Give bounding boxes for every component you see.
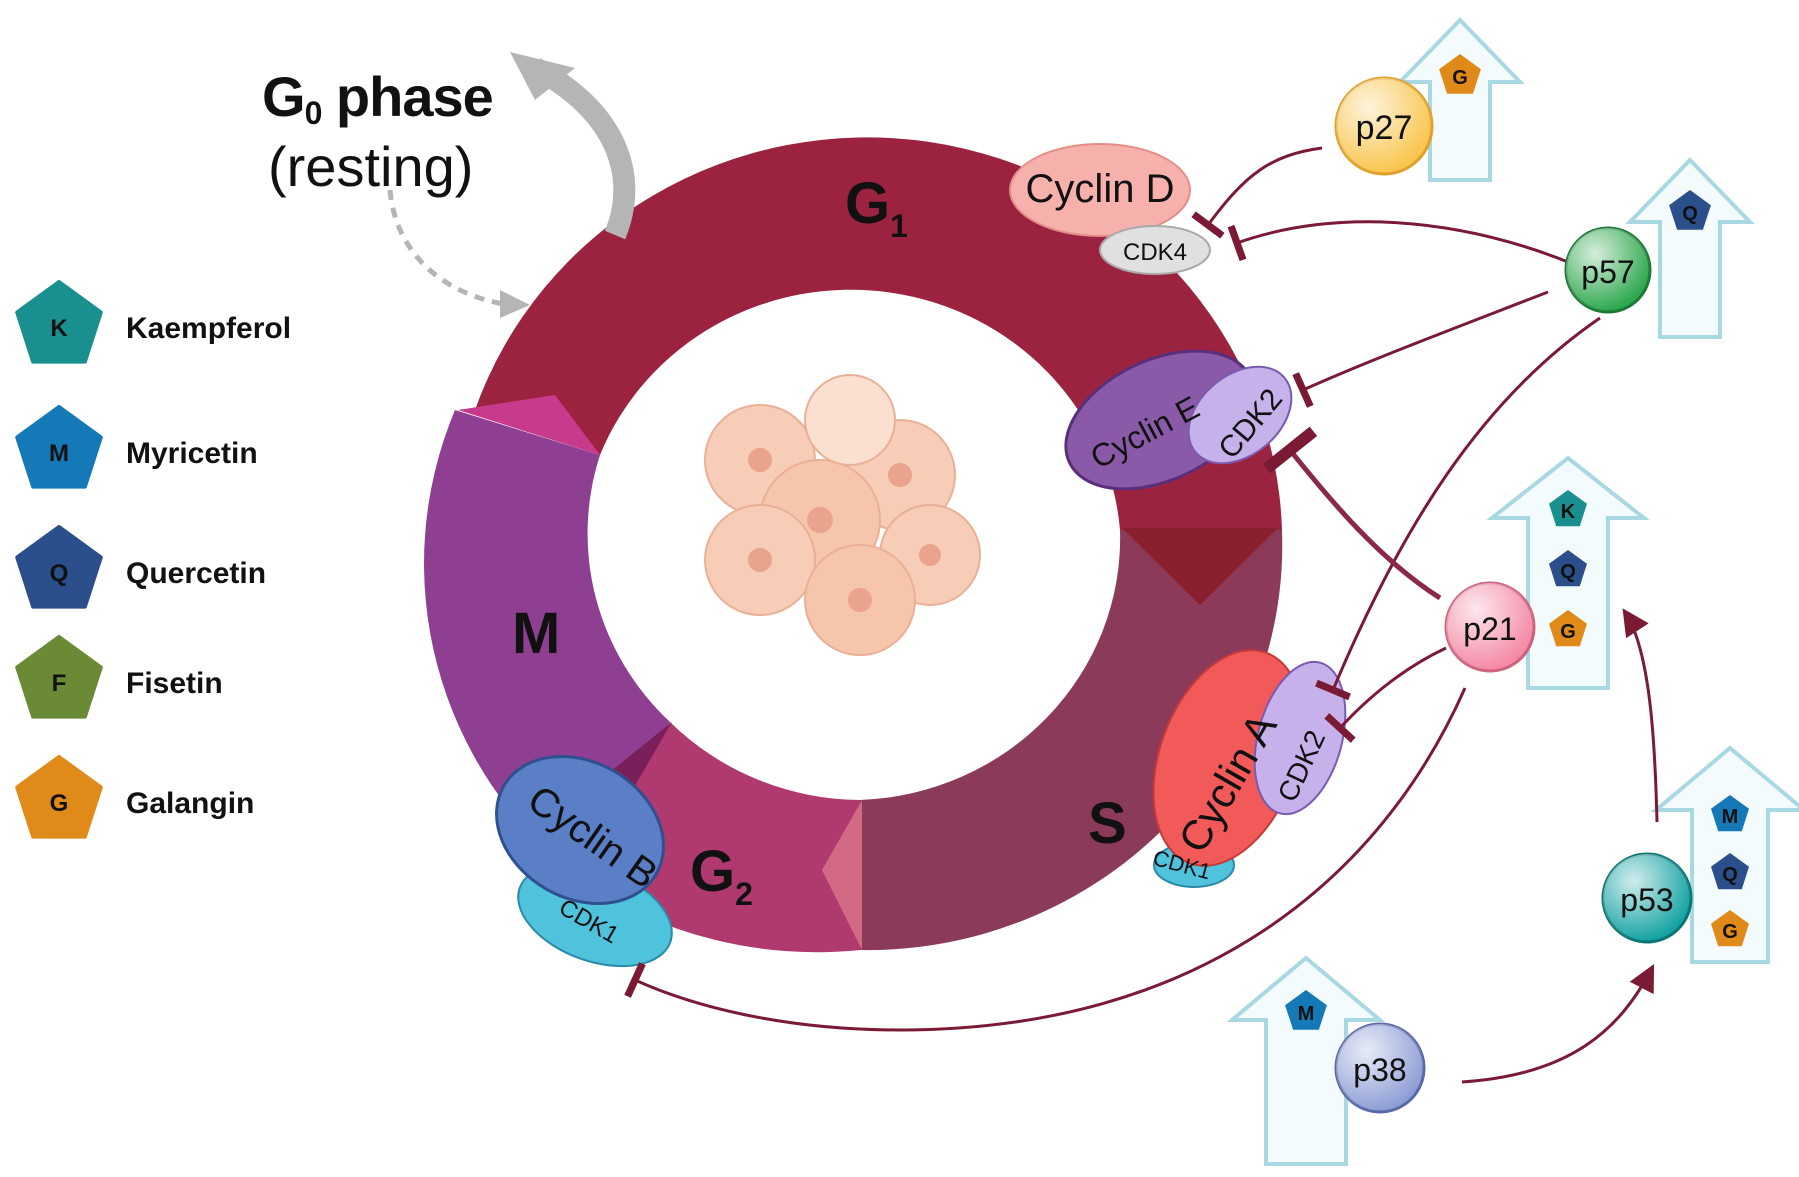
compound-letter: G: [1560, 621, 1576, 643]
cdk4-label: CDK4: [1123, 239, 1187, 266]
p21-compound-q-icon: Q: [1549, 550, 1587, 587]
p27-label: p27: [1356, 109, 1413, 147]
g0-phase-title: G0 phase: [262, 64, 494, 132]
compound-letter: G: [1452, 67, 1468, 89]
p21-compound-g-icon: G: [1549, 610, 1587, 647]
cell-cluster-icon: [704, 374, 981, 656]
up-arrow-p38: [1226, 955, 1386, 1166]
p38-compound-m-icon: M: [1285, 990, 1327, 1030]
m-letter: M: [512, 601, 561, 666]
p21-inhibits-cyclin-a: [1324, 646, 1447, 743]
legend-letter: M: [49, 440, 69, 467]
p53-compound-q-icon: Q: [1711, 853, 1749, 890]
kaempferol-pentagon-icon: K: [15, 280, 103, 364]
p21-label: p21: [1463, 611, 1516, 647]
cyclin-d-complex: Cyclin D CDK4: [1009, 143, 1211, 275]
legend-label: Fisetin: [126, 667, 223, 700]
p57-inhibits-cyclin-a: [1315, 316, 1601, 701]
p53-node: p53: [1601, 852, 1693, 944]
g0-title-letter: G: [262, 65, 306, 128]
s-phase-segment: [860, 530, 1283, 951]
p53-label: p53: [1620, 882, 1673, 918]
compound-badges: G Q K Q G M Q G M: [1285, 54, 1749, 1030]
legend-item-myricetin: M Myricetin: [14, 405, 334, 495]
g1-subscript: 1: [890, 208, 908, 244]
m-phase-segment: [424, 410, 670, 880]
cyclin-d-label: Cyclin D: [1026, 167, 1175, 211]
s-letter: S: [1088, 791, 1127, 856]
p27-node: p27: [1334, 76, 1434, 176]
compound-letter: G: [1722, 921, 1738, 943]
quercetin-pentagon-icon: Q: [15, 525, 103, 609]
legend-letter: F: [52, 670, 67, 697]
p57-inhibits-cyclin-d: [1227, 220, 1569, 264]
s-to-g2-chevron: [822, 800, 862, 950]
legend-label: Galangin: [126, 787, 255, 820]
g2-phase-label: G2: [690, 838, 753, 913]
g0-exit-arrowhead: [510, 52, 575, 100]
compound-letter: M: [1298, 1003, 1315, 1025]
legend-letter: K: [50, 315, 68, 342]
g1-to-s-chevron: [1122, 528, 1278, 605]
p57-inhibits-cyclin-e: [1292, 290, 1549, 408]
g0-return-arrowhead: [500, 290, 530, 318]
legend-label: Quercetin: [126, 557, 267, 590]
p21-node: p21: [1444, 581, 1536, 673]
g2-letter: G: [690, 839, 736, 904]
fisetin-pentagon-icon: F: [15, 635, 103, 719]
up-arrow-p57: [1625, 157, 1755, 339]
g0-title-rest: phase: [321, 65, 494, 128]
myricetin-pentagon-icon: M: [15, 405, 103, 489]
galangin-pentagon-icon: G: [15, 755, 103, 839]
g0-return-arrow: [387, 189, 511, 308]
p38-node: p38: [1334, 1022, 1426, 1114]
g1-letter: G: [845, 171, 891, 236]
compound-letter: Q: [1722, 864, 1738, 886]
p38-label: p38: [1353, 1052, 1406, 1088]
compound-letter: Q: [1682, 203, 1698, 225]
legend-letter: G: [50, 790, 69, 817]
g1-phase-label: G1: [845, 170, 908, 245]
p57-compound-q-icon: Q: [1669, 190, 1711, 230]
p27-inhibits-cyclin-d: [1191, 146, 1323, 239]
p21-inhibits-cyclin-b: [624, 687, 1467, 1032]
p38-activates-p53: [1461, 964, 1655, 1084]
cyclin-b-complex: Cyclin B CDK1: [495, 754, 673, 968]
compound-letter: M: [1722, 806, 1739, 828]
g0-exit-arrow: [529, 58, 636, 240]
m-phase-label: M: [512, 600, 560, 667]
p27-compound-g-icon: G: [1439, 54, 1481, 94]
compound-letter: Q: [1560, 561, 1576, 583]
p21-inhibits-cyclin-e: [1262, 426, 1442, 601]
legend-letter: Q: [50, 560, 69, 587]
legend-label: Kaempferol: [126, 312, 292, 345]
p53-compound-g-icon: G: [1711, 910, 1749, 947]
g0-title-subscript: 0: [304, 95, 323, 131]
p53-compound-m-icon: M: [1711, 795, 1749, 832]
legend-label: Myricetin: [126, 437, 258, 470]
p21-compound-k-icon: K: [1549, 490, 1587, 527]
p57-node: p57: [1564, 226, 1652, 314]
cyclin-a-complex: Cyclin A CDK2 CDK1: [1150, 649, 1347, 888]
p57-label: p57: [1581, 254, 1634, 290]
m-to-g1-chevron: [458, 395, 600, 455]
compound-letter: K: [1561, 501, 1576, 523]
g2-subscript: 2: [735, 876, 753, 912]
legend-item-quercetin: Q Quercetin: [14, 525, 334, 615]
g0-phase-subtitle: (resting): [268, 135, 474, 198]
legend-item-fisetin: F Fisetin: [14, 635, 334, 725]
legend-item-kaempferol: K Kaempferol: [14, 280, 334, 370]
p53-activates-p21: [1622, 608, 1659, 823]
legend-item-galangin: G Galangin: [14, 755, 334, 845]
s-phase-label: S: [1088, 790, 1127, 857]
